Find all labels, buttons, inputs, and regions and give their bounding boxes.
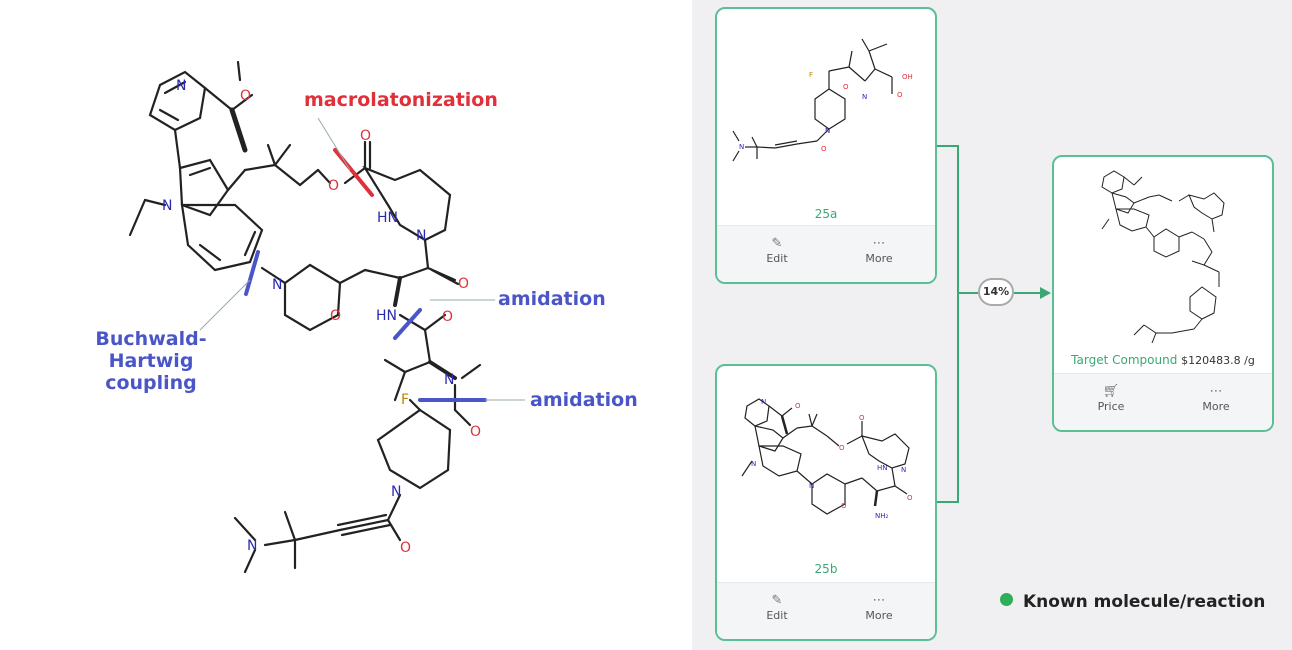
target-molecule-thumbnail: [1101, 170, 1225, 344]
more-label: More: [865, 609, 893, 622]
atom-f: F: [809, 71, 813, 79]
atom-o: O: [470, 424, 481, 440]
more-button[interactable]: ⋯ More: [834, 593, 924, 622]
price-label: Price: [1097, 400, 1125, 413]
atom-nh2: NH₂: [875, 512, 889, 520]
retrosynthesis-panel: N O N O O HN N O N O HN O N F O N O N ma…: [56, 60, 638, 574]
yield-badge: 14%: [978, 278, 1014, 306]
intermediate-card-25a[interactable]: F O N OH O N O N 25a ✎ Edit ⋯ More: [715, 7, 937, 284]
target-compound-card[interactable]: Target Compound $120483.8 /g 🛒︎ Price ⋯ …: [1052, 155, 1274, 432]
edit-icon: ✎: [771, 236, 783, 251]
atom-n: N: [162, 198, 172, 214]
more-label: More: [865, 252, 893, 265]
atom-n: N: [444, 372, 454, 388]
atom-n: N: [739, 143, 744, 151]
card-name-25a: 25a: [814, 207, 838, 221]
atom-o: O: [328, 178, 339, 194]
more-label: More: [1202, 400, 1230, 413]
atom-o: O: [360, 128, 371, 144]
atom-n: N: [416, 228, 426, 244]
atom-o: O: [839, 444, 845, 452]
more-dots-icon: ⋯: [872, 236, 886, 251]
atom-o: O: [795, 402, 801, 410]
target-compound-name: Target Compound: [1071, 353, 1178, 367]
atom-n: N: [901, 466, 906, 474]
bh-line-2: coupling: [105, 372, 197, 394]
macrolactonization-label: macrolatonization: [304, 89, 498, 111]
amidation-label-2: amidation: [530, 389, 638, 411]
atom-o: O: [400, 540, 411, 556]
amidation-label-1: amidation: [498, 288, 606, 310]
edit-label: Edit: [766, 252, 788, 265]
atom-f: F: [401, 392, 409, 408]
more-dots-icon: ⋯: [872, 593, 886, 608]
atom-n: N: [391, 484, 401, 500]
atom-o: O: [821, 145, 827, 153]
atom-o: O: [841, 502, 847, 510]
cart-icon: 🛒︎: [1102, 384, 1120, 399]
card-actions: 🛒︎ Price ⋯ More: [1054, 373, 1272, 430]
atom-hn: HN: [376, 308, 397, 324]
edit-label: Edit: [766, 609, 788, 622]
molecule-25b-structure: N O N O O HN N O N O NH₂: [741, 398, 913, 520]
atom-o: O: [859, 414, 865, 422]
atom-o: O: [843, 83, 849, 91]
bh-line-1: Buchwald-Hartwig: [95, 328, 207, 372]
target-compound-price: $120483.8 /g: [1181, 354, 1255, 367]
molecule-25a-structure: F O N OH O N O N: [732, 38, 913, 162]
card-actions: ✎ Edit ⋯ More: [717, 582, 935, 639]
edit-button[interactable]: ✎ Edit: [732, 593, 822, 622]
atom-n: N: [825, 127, 830, 135]
atom-o: O: [458, 276, 469, 292]
known-dot-icon: [1000, 593, 1013, 606]
price-button[interactable]: 🛒︎ Price: [1066, 384, 1156, 413]
target-molecule-structure: N O N O O HN N O N O HN O N F O N O N: [128, 60, 525, 574]
atom-n: N: [862, 93, 867, 101]
card-actions: ✎ Edit ⋯ More: [717, 225, 935, 282]
atom-n: N: [176, 78, 186, 94]
more-button[interactable]: ⋯ More: [834, 236, 924, 265]
more-button[interactable]: ⋯ More: [1171, 384, 1261, 413]
target-compound-info: Target Compound $120483.8 /g: [1054, 353, 1272, 367]
atom-o: O: [442, 309, 453, 325]
atom-n: N: [751, 460, 756, 468]
atom-hn: HN: [877, 464, 888, 472]
more-dots-icon: ⋯: [1209, 384, 1223, 399]
legend: Known molecule/reaction: [1000, 592, 1265, 612]
edit-icon: ✎: [771, 593, 783, 608]
buchwald-hartwig-label: Buchwald-Hartwig coupling: [56, 328, 246, 394]
atom-o: O: [897, 91, 903, 99]
card-name-25b: 25b: [814, 562, 838, 576]
atom-o: O: [330, 308, 341, 324]
atom-o: O: [907, 494, 913, 502]
edit-button[interactable]: ✎ Edit: [732, 236, 822, 265]
intermediate-card-25b[interactable]: N O N O O HN N O N O NH₂ 25b ✎ Edit ⋯ Mo…: [715, 364, 937, 641]
atom-oh: OH: [902, 73, 913, 81]
legend-label: Known molecule/reaction: [1023, 592, 1266, 612]
atom-n: N: [809, 482, 814, 490]
atom-hn: HN: [377, 210, 398, 226]
atom-n: N: [247, 538, 257, 554]
atom-n: N: [761, 398, 766, 406]
atom-n: N: [272, 277, 282, 293]
atom-o: O: [240, 88, 251, 104]
